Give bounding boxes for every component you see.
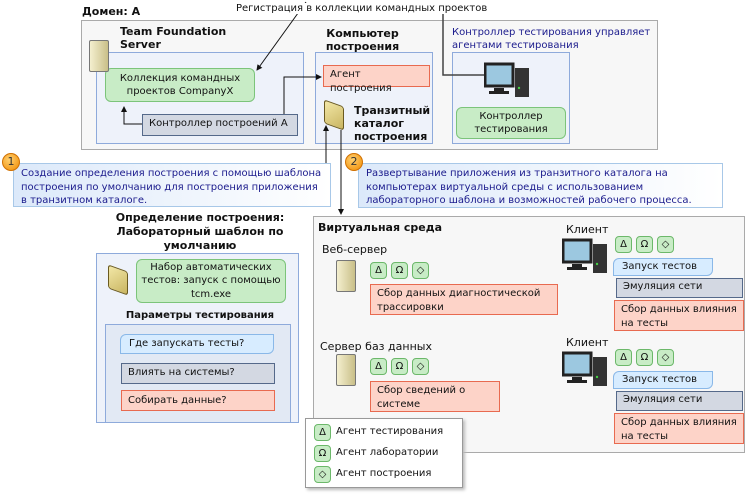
test-impact-data: Сбор данных влияния на тесты: [614, 300, 744, 331]
lab-agent-icon: Ω: [314, 445, 331, 462]
server-icon: [89, 40, 109, 72]
computer-icon: [484, 62, 529, 97]
client-computer-icon: [562, 238, 607, 273]
build-controller: Контроллер построений A: [142, 114, 298, 136]
web-server-data: Сбор данных диагностической трассировки: [370, 284, 558, 315]
build-computer-title: Компьютер построения: [325, 27, 400, 54]
db-server-label: Сервер баз данных: [320, 340, 432, 353]
db-server-icon: [336, 354, 356, 386]
param-collect-data: Собирать данные?: [121, 390, 275, 411]
build-agent-icon: ◇: [657, 349, 674, 366]
step-1-badge: 1: [2, 153, 20, 171]
callout-1: Создание определения построения с помощь…: [13, 163, 331, 207]
legend: Δ Агент тестирования Ω Агент лаборатории…: [305, 418, 463, 488]
team-project-collection: Коллекция командных проектов CompanyX: [105, 68, 255, 102]
registration-label: Регистрация в коллекции командных проект…: [234, 3, 490, 14]
legend-label: Агент лаборатории: [336, 447, 439, 458]
client-computer-icon: [562, 351, 607, 386]
client-label: Клиент: [566, 223, 609, 236]
tfs-title: Team Foundation Server: [120, 25, 227, 51]
build-definition-title: Определение построения: Лабораторный шаб…: [115, 211, 285, 252]
run-tests: Запуск тестов: [613, 258, 713, 276]
test-params-title: Параметры тестирования: [125, 310, 275, 321]
lab-agent-icon: Ω: [391, 262, 408, 279]
lab-agent-icon: Ω: [391, 358, 408, 375]
run-tests: Запуск тестов: [613, 371, 713, 389]
network-emulation: Эмуляция сети: [616, 391, 743, 411]
legend-label: Агент построения: [336, 468, 432, 479]
test-agent-icon: Δ: [615, 349, 632, 366]
lab-agent-icon: Ω: [636, 349, 653, 366]
build-agent-icon: ◇: [314, 466, 331, 483]
step-2-badge: 2: [345, 153, 363, 171]
lab-agent-icon: Ω: [636, 236, 653, 253]
client-label: Клиент: [566, 336, 609, 349]
param-affect-systems: Влиять на системы?: [121, 363, 275, 384]
web-server-label: Веб-сервер: [322, 243, 388, 256]
network-emulation: Эмуляция сети: [616, 278, 743, 298]
test-agent-icon: Δ: [314, 424, 331, 441]
test-agent-icon: Δ: [370, 262, 387, 279]
test-agent-icon: Δ: [615, 236, 632, 253]
test-impact-data: Сбор данных влияния на тесты: [614, 413, 744, 444]
legend-label: Агент тестирования: [336, 426, 444, 437]
drop-folder-label: Транзитный каталог построения: [354, 104, 431, 144]
build-agent-icon: ◇: [412, 262, 429, 279]
test-agent-icon: Δ: [370, 358, 387, 375]
test-controller: Контроллер тестирования: [456, 107, 566, 139]
virtual-environment-title: Виртуальная среда: [318, 221, 443, 234]
test-controller-caption: Контроллер тестирования управляет агента…: [452, 27, 651, 51]
param-where-run: Где запускать тесты?: [120, 334, 274, 354]
db-server-data: Сбор сведений о системе: [370, 381, 500, 412]
build-agent-icon: ◇: [657, 236, 674, 253]
web-server-icon: [336, 260, 356, 292]
callout-2: Развертывание приложения из транзитного …: [358, 163, 723, 208]
build-agent: Агент построения: [323, 65, 430, 94]
build-agent-icon: ◇: [412, 358, 429, 375]
automated-tests: Набор автоматических тестов: запуск с по…: [136, 259, 286, 303]
domain-title: Домен: A: [82, 5, 141, 18]
